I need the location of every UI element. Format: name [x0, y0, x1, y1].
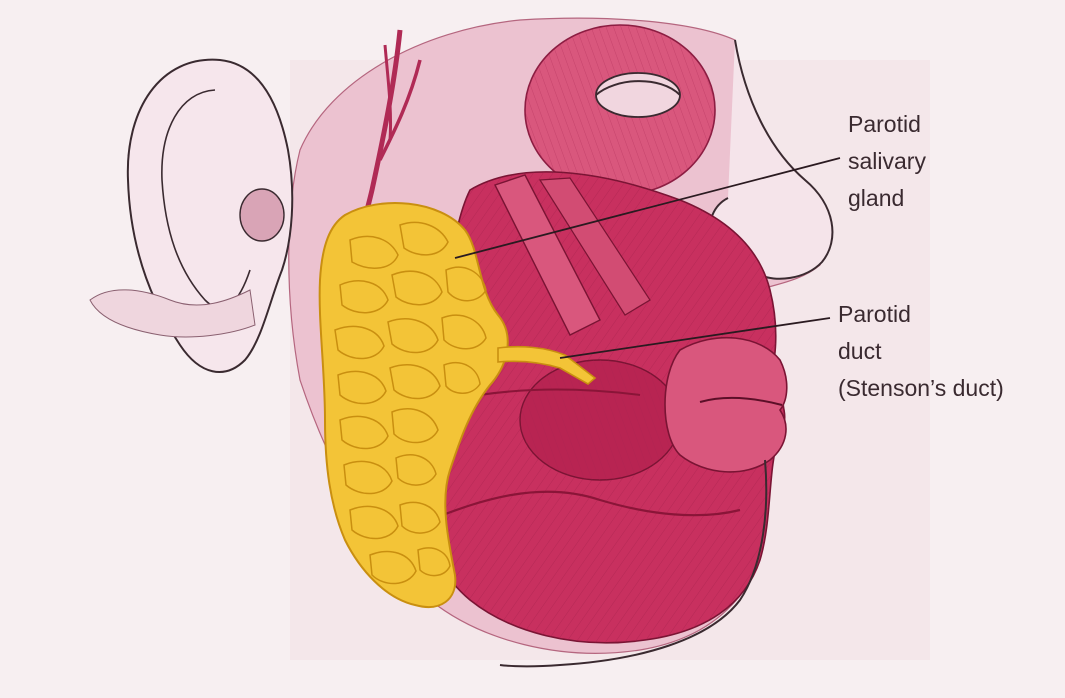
label-parotid-duct-line2: duct	[838, 333, 1004, 370]
buccinator-fibers	[520, 360, 680, 480]
label-parotid-gland-line1: Parotid	[848, 106, 926, 143]
ear-canal	[240, 189, 284, 241]
label-parotid-duct-line3: (Stenson’s duct)	[838, 370, 1004, 407]
label-parotid-duct: Parotid duct (Stenson’s duct)	[838, 296, 1004, 407]
orbicularis-oris	[665, 338, 787, 472]
eye	[596, 73, 680, 117]
label-parotid-gland-line3: gland	[848, 180, 926, 217]
label-parotid-gland: Parotid salivary gland	[848, 106, 926, 217]
label-parotid-gland-line2: salivary	[848, 143, 926, 180]
label-parotid-duct-line1: Parotid	[838, 296, 1004, 333]
